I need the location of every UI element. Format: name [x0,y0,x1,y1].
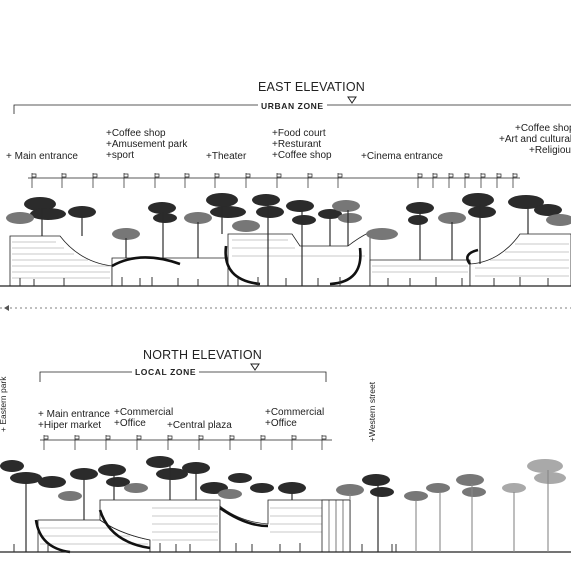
east-flag-row [28,173,520,188]
north-label-central-plaza: +Central plaza [167,420,232,431]
east-label-amusement-park: +Amusement park [106,139,188,150]
north-arches [34,506,269,554]
north-elevation-title: NORTH ELEVATION [143,348,262,362]
north-label-office: +Office [114,418,146,429]
north-label-hiper-market: +Hiper market [38,420,102,431]
east-buildings [9,231,571,287]
east-label-group-5: +Cinema entrance [361,151,443,162]
north-zone-label: LOCAL ZONE [132,367,200,377]
east-label-coffee-shop-2: +Coffee shop [272,150,332,161]
north-zone-bracket [39,371,327,382]
east-label-sport: +sport [106,150,135,161]
east-label-group-1: + Main entrance [6,151,78,162]
east-elevation-title: EAST ELEVATION [258,80,365,94]
east-label-group-2: +Coffee shop +Amusement park +sport [106,128,187,161]
east-label-cinema-entrance: +Cinema entrance [361,151,443,162]
north-label-main-entrance: + Main entrance [38,409,110,420]
east-label-main-entrance: + Main entrance [6,151,78,162]
east-label-resturant: +Resturant [272,139,322,150]
east-facade-lines [12,239,569,279]
north-elevation-drawing [0,435,571,554]
east-elevation-drawing [0,173,571,311]
east-label-coffee-shop-3: +Coffee shop [515,123,571,134]
east-label-coffee-shop: +Coffee shop [106,128,166,139]
north-people [13,543,397,552]
north-label-group-3: +Central plaza [167,420,232,431]
east-zone-label: URBAN ZONE [258,101,327,111]
east-label-group-3: +Theater [206,151,246,162]
east-zone-bracket [13,104,571,114]
east-label-art-cultural: +Art and cultural [499,134,571,145]
north-label-group-2: +Commercial +Office [114,407,173,429]
east-title-marker [347,96,357,104]
east-label-theater: +Theater [206,151,247,162]
north-label-office-2: +Office [265,418,297,429]
east-people [19,277,549,286]
east-label-religious: +Religious [529,145,571,156]
east-trees [6,193,571,286]
east-label-group-6: +Coffee shop +Art and cultural +Religiou… [499,123,571,156]
north-label-commercial-2: +Commercial [265,407,325,418]
north-label-commercial: +Commercial [114,407,174,418]
north-flag-row [40,435,332,450]
east-label-food-court: +Food court [272,128,326,139]
street-label-eastern-park: + Eastern park [0,376,8,432]
divider-arrow-left [4,305,9,311]
north-trees [0,456,566,552]
north-title-marker [250,363,260,371]
north-buildings [37,499,351,553]
east-label-group-4: +Food court +Resturant +Coffee shop [272,128,332,161]
north-label-group-4: +Commercial +Office [265,407,324,429]
east-arches [111,245,479,286]
north-label-group-1: + Main entrance +Hiper market [38,409,110,431]
